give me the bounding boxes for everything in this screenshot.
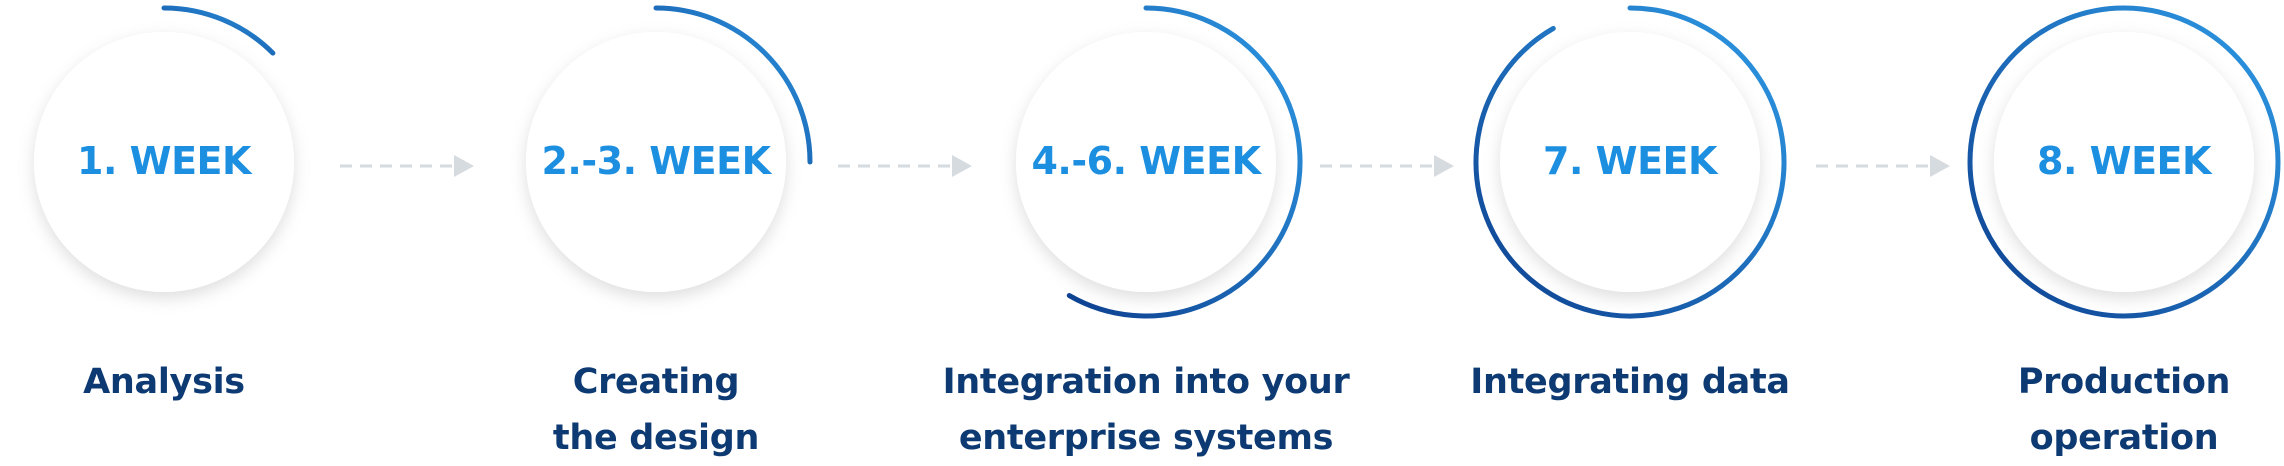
step-1-disc: [34, 32, 294, 292]
step-1-progress-arc: [161, 5, 276, 56]
step-4-title: Integrating data: [1390, 354, 1870, 410]
step-2-title: Creating the design: [416, 354, 896, 466]
step-1-week-label: 1. WEEK: [77, 139, 251, 183]
step-5-title: Production operation: [1884, 354, 2284, 466]
step-4: 7. WEEK Integrating data: [1390, 0, 1870, 464]
arrow-1: [340, 155, 474, 177]
step-2-circle: [526, 5, 813, 292]
step-4-week-label: 7. WEEK: [1543, 139, 1717, 183]
step-5-disc: [1994, 32, 2254, 292]
step-3-title-line-1: Integration into your: [942, 362, 1350, 402]
step-3-title-line-2: enterprise systems: [958, 418, 1334, 458]
step-5-title-line-1: Production: [2017, 362, 2231, 402]
step-5: 8. WEEK Production operation: [1884, 0, 2284, 464]
step-5-progress-arc: [1967, 5, 2281, 319]
step-5-week-label: 8. WEEK: [2037, 139, 2211, 183]
step-1-title-line-1: Analysis: [83, 362, 245, 402]
step-4-title-line-1: Integrating data: [1470, 362, 1790, 402]
step-1: 1. WEEK Analysis: [0, 0, 404, 464]
step-1-circle: [34, 5, 294, 292]
step-4-progress-arc: [1473, 5, 1787, 319]
step-3-title: Integration into your enterprise systems: [906, 354, 1386, 466]
step-2-title-line-2: the design: [552, 418, 760, 458]
step-5-title-line-2: operation: [2029, 418, 2219, 458]
step-4-circle: [1473, 5, 1787, 319]
step-3-circle: [1016, 5, 1303, 319]
arrow-3: [1320, 155, 1454, 177]
step-5-circle: [1967, 5, 2281, 319]
step-3-disc: [1016, 32, 1276, 292]
arrow-2: [838, 155, 972, 177]
step-2-progress-arc: [653, 5, 813, 165]
step-2-disc: [526, 32, 786, 292]
arrow-4: [1816, 155, 1950, 177]
step-2-title-line-1: Creating: [572, 362, 740, 402]
step-3-progress-arc: [1066, 5, 1303, 319]
step-1-title: Analysis: [0, 354, 404, 410]
step-3: 4.-6. WEEK Integration into your enterpr…: [906, 0, 1386, 464]
step-2-week-label: 2.-3. WEEK: [541, 139, 771, 183]
step-3-week-label: 4.-6. WEEK: [1031, 139, 1261, 183]
step-2: 2.-3. WEEK Creating the design: [416, 0, 896, 464]
step-4-disc: [1500, 32, 1760, 292]
